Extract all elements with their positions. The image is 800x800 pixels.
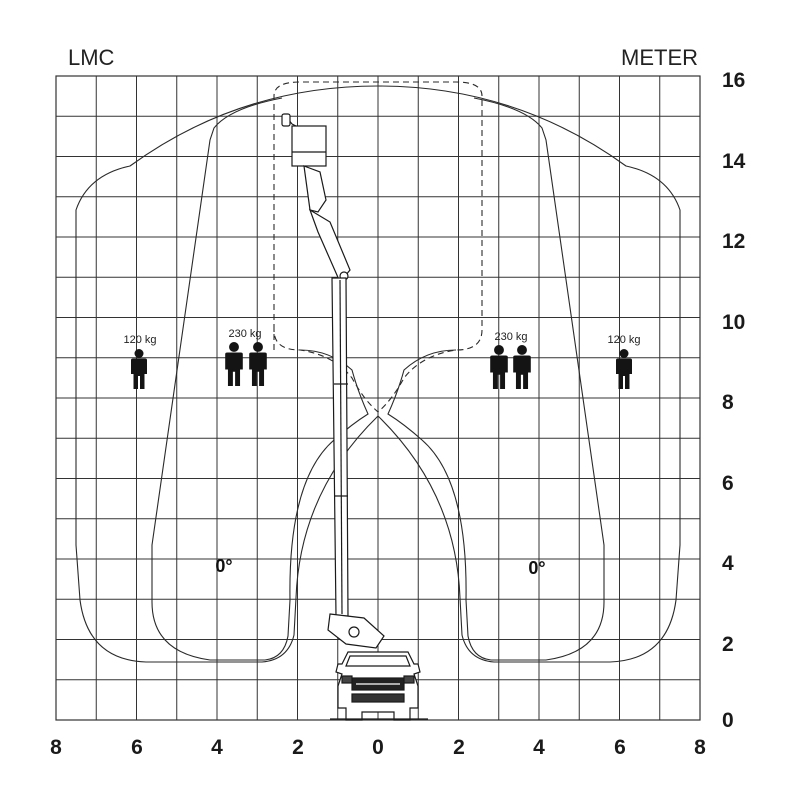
- x-tick-label: 6: [614, 736, 626, 759]
- truck-icon: [330, 651, 428, 721]
- y-axis: 0 2 4 6 8 10 12 14 16: [722, 69, 746, 732]
- y-tick-label: 4: [722, 552, 734, 575]
- y-tick-label: 14: [722, 150, 746, 173]
- x-tick-label: 8: [694, 736, 706, 759]
- person-icon: [249, 342, 267, 386]
- y-tick-label: 16: [722, 69, 745, 92]
- angle-label-left: 0°: [215, 556, 232, 576]
- platform-basket: [291, 125, 327, 167]
- capacity-label-outer-left: 120 kg: [123, 334, 156, 346]
- inner-envelope-right: [387, 97, 605, 661]
- unit-label: METER: [621, 45, 698, 70]
- x-tick-label: 2: [292, 736, 304, 759]
- y-tick-label: 8: [722, 391, 734, 414]
- left-corner-label: LMC: [68, 45, 115, 70]
- capacity-label-inner-right: 230 kg: [494, 331, 527, 343]
- person-icon: [131, 349, 147, 389]
- angle-label-right: 0°: [528, 558, 545, 578]
- capacity-label-outer-right: 120 kg: [607, 334, 640, 346]
- x-axis: 8 6 4 2 0 2 4 6 8: [50, 736, 706, 759]
- x-tick-label: 4: [211, 736, 223, 759]
- x-tick-label: 6: [131, 736, 143, 759]
- person-icon: [616, 349, 632, 389]
- y-tick-label: 6: [722, 472, 734, 495]
- y-tick-label: 12: [722, 230, 745, 253]
- platform-reach-zone: [273, 81, 483, 413]
- person-icon: [225, 342, 243, 386]
- person-icon-group: [131, 342, 632, 389]
- x-tick-label: 4: [533, 736, 545, 759]
- capacity-label-inner-left: 230 kg: [228, 328, 261, 340]
- x-tick-label: 8: [50, 736, 62, 759]
- person-icon: [513, 345, 531, 389]
- y-tick-label: 0: [722, 709, 734, 732]
- boom-lift-icon: [281, 113, 428, 721]
- x-tick-label: 0: [372, 736, 384, 759]
- grid: [55, 75, 701, 721]
- y-tick-label: 2: [722, 633, 734, 656]
- working-envelope: [75, 81, 681, 663]
- x-tick-label: 2: [453, 736, 465, 759]
- outer-envelope: [75, 85, 681, 663]
- y-tick-label: 10: [722, 311, 745, 334]
